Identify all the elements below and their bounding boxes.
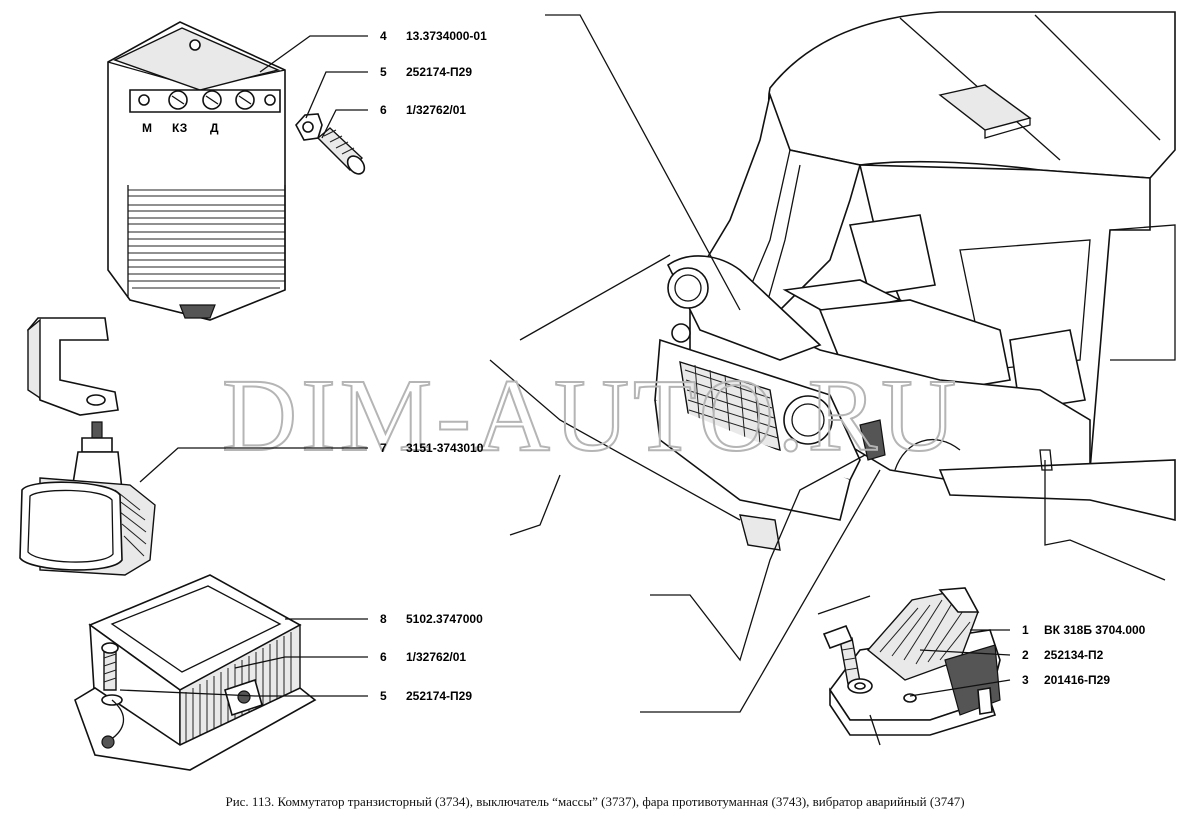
callout-7-code: 3151-3743010 xyxy=(406,441,484,455)
callout-2-code: 252134-П2 xyxy=(1044,648,1104,662)
callout-4-number: 4 xyxy=(380,29,387,43)
figure-caption: Рис. 113. Коммутатор транзисторный (3734… xyxy=(225,794,965,809)
callout-5-code: 252174-П29 xyxy=(406,65,472,79)
callout-6-number: 6 xyxy=(380,103,387,117)
marking-kz: КЗ xyxy=(172,121,187,135)
callout-1-number: 1 xyxy=(1022,623,1029,637)
callout-labels: 4 13.3734000-01 5 252174-П29 6 1/32762/0… xyxy=(380,29,1146,703)
callout-8-number: 8 xyxy=(380,612,387,626)
callout-2-number: 2 xyxy=(1022,648,1029,662)
marking-d: Д xyxy=(210,121,219,135)
callout-5b-code: 252174-П29 xyxy=(406,689,472,703)
callout-4-code: 13.3734000-01 xyxy=(406,29,487,43)
seat-cushion xyxy=(782,279,903,316)
callout-6b-code: 1/32762/01 xyxy=(406,650,466,664)
washer-and-screw-top xyxy=(295,113,366,175)
callout-7-number: 7 xyxy=(380,441,387,455)
emergency-vibrator-unit xyxy=(74,574,317,771)
callout-8-code: 5102.3747000 xyxy=(406,612,483,626)
ground-switch-assembly xyxy=(817,587,1001,746)
callout-1-code: ВК 318Б 3704.000 xyxy=(1044,623,1146,637)
callout-5-number: 5 xyxy=(380,65,387,79)
headlight-left xyxy=(667,267,709,309)
callout-6b-number: 6 xyxy=(380,650,387,664)
seat-back xyxy=(848,214,936,296)
marking-m: М xyxy=(142,121,152,135)
callout-3-number: 3 xyxy=(1022,673,1029,687)
fog-lamp-on-bumper xyxy=(739,514,781,551)
headlight-right xyxy=(783,395,833,445)
callout-leaders xyxy=(119,35,1011,697)
callout-3-code: 201416-П29 xyxy=(1044,673,1110,687)
heatsink-fins xyxy=(128,189,285,289)
watermark-text: DIM-AUTO.RU xyxy=(222,358,960,473)
transistor-switch-module: М КЗ Д xyxy=(107,21,286,321)
callout-6-code: 1/32762/01 xyxy=(406,103,466,117)
vehicle-illustration xyxy=(654,11,1176,551)
fog-lamp-assembly xyxy=(19,317,156,576)
vehicle-leader-lines xyxy=(489,14,1166,713)
callout-5b-number: 5 xyxy=(380,689,387,703)
